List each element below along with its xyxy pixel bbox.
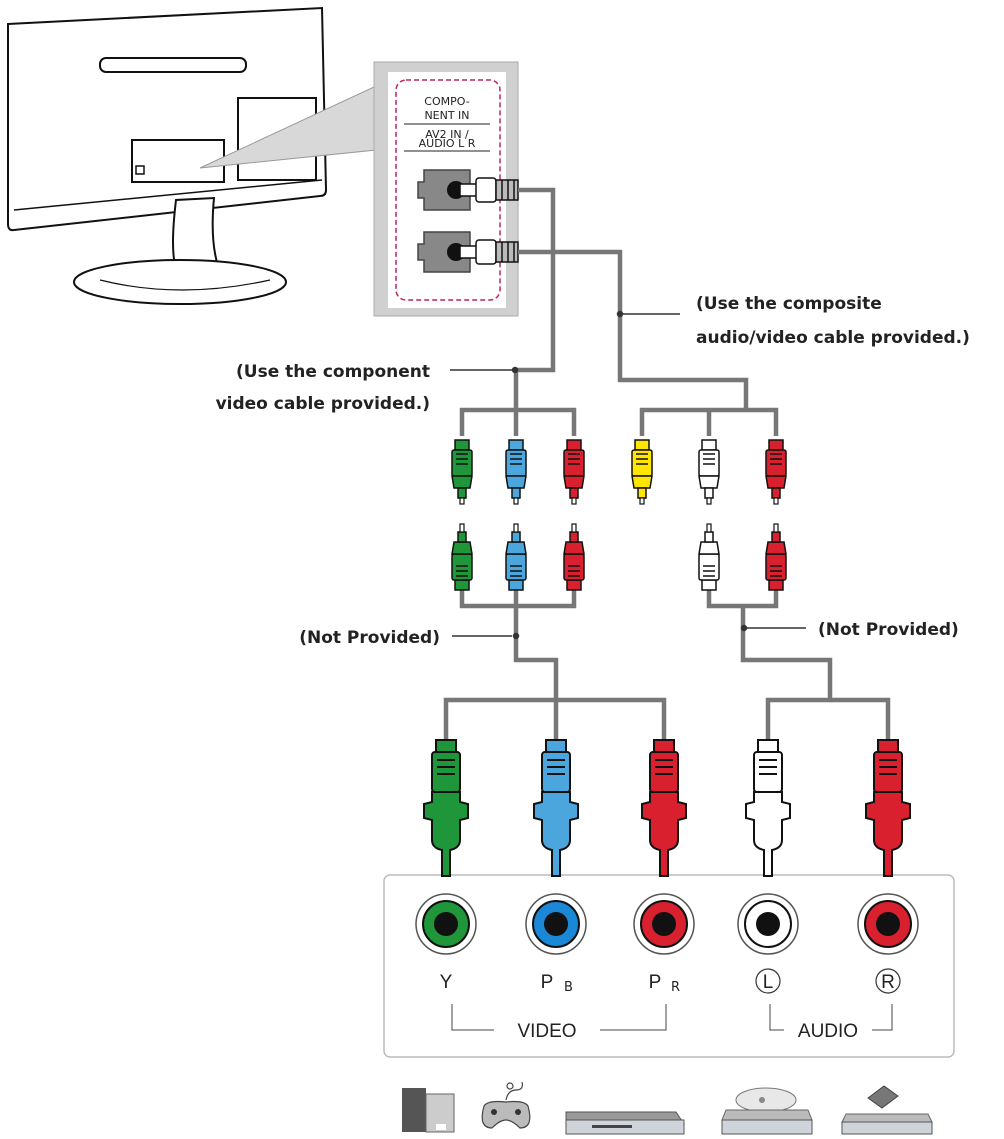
vcr-icon — [841, 1085, 933, 1135]
pc-icon — [402, 1088, 455, 1133]
plug-large-l — [745, 739, 791, 877]
plug-row-upper — [451, 439, 787, 505]
plug-large-pr — [641, 739, 687, 877]
plug-large-y — [423, 739, 469, 877]
callout-not-provided-left: (Not Provided) — [299, 628, 440, 648]
set-top-box-icon — [565, 1111, 685, 1135]
jack-label-y: Y — [440, 972, 453, 993]
plug-red-upper-1 — [563, 439, 585, 505]
plug-large-r — [865, 739, 911, 877]
plug-blue-lower — [505, 523, 527, 591]
port-title-line4: AUDIO L R — [419, 137, 476, 150]
port-panel — [373, 61, 519, 317]
group-brackets — [451, 1004, 893, 1031]
plug-red-upper-2 — [765, 439, 787, 505]
monitor-back-icon — [7, 6, 328, 305]
plug-row-lower — [451, 523, 787, 591]
group-label-audio: AUDIO — [798, 1021, 858, 1042]
callout-component-line1: (Use the component — [236, 362, 430, 382]
callout-composite-line1: (Use the composite — [696, 294, 882, 314]
jack-label-r: R — [881, 972, 895, 993]
game-console-icon — [481, 1081, 531, 1129]
jack-label-pr: P — [649, 972, 662, 993]
plug-blue-upper — [505, 439, 527, 505]
dvd-player-icon — [721, 1087, 813, 1135]
plug-yellow-upper — [631, 439, 653, 505]
port-title-line2: NENT IN — [424, 109, 469, 122]
callout-not-provided-right: (Not Provided) — [818, 620, 959, 640]
callout-composite-line2: audio/video cable provided.) — [696, 328, 970, 348]
jack-r — [857, 893, 919, 955]
callout-component-line2: video cable provided.) — [216, 394, 430, 414]
plug-green-upper — [451, 439, 473, 505]
leader-lines — [450, 310, 806, 640]
plug-red-lower-2 — [765, 523, 787, 591]
jack-label-pr-sub: R — [671, 980, 680, 995]
jack-label-l: L — [763, 972, 774, 993]
plug-red-lower-1 — [563, 523, 585, 591]
jack-label-pb-sub: B — [564, 980, 573, 995]
jack-label-pb: P — [541, 972, 554, 993]
plug-white-lower — [698, 523, 720, 591]
plug-white-upper — [698, 439, 720, 505]
plug-large-pb — [533, 739, 579, 877]
jack-y — [415, 893, 477, 955]
jack-pb — [525, 893, 587, 955]
group-label-video: VIDEO — [517, 1021, 576, 1042]
plug-green-lower — [451, 523, 473, 591]
port-title-line3: AV2 IN / — [425, 128, 469, 141]
cable-lines — [443, 187, 891, 740]
port-title-line1: COMPO- — [424, 95, 469, 108]
jack-pr — [633, 893, 695, 955]
jack-l — [737, 893, 799, 955]
